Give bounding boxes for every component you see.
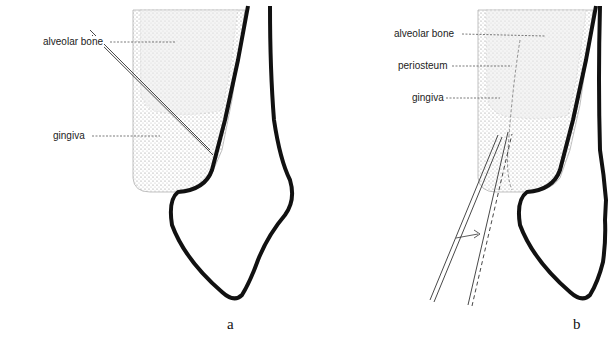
- part-label: gingiva: [411, 92, 445, 104]
- panel-a: [90, 6, 292, 298]
- part-label: periosteum: [397, 60, 448, 72]
- part-label: alveolar bone: [393, 28, 455, 40]
- panel-letter: b: [572, 318, 582, 330]
- part-label: gingiva: [52, 130, 86, 142]
- panel-letter: a: [226, 318, 235, 330]
- part-label: alveolar bone: [42, 36, 104, 48]
- panel-b: [430, 6, 606, 306]
